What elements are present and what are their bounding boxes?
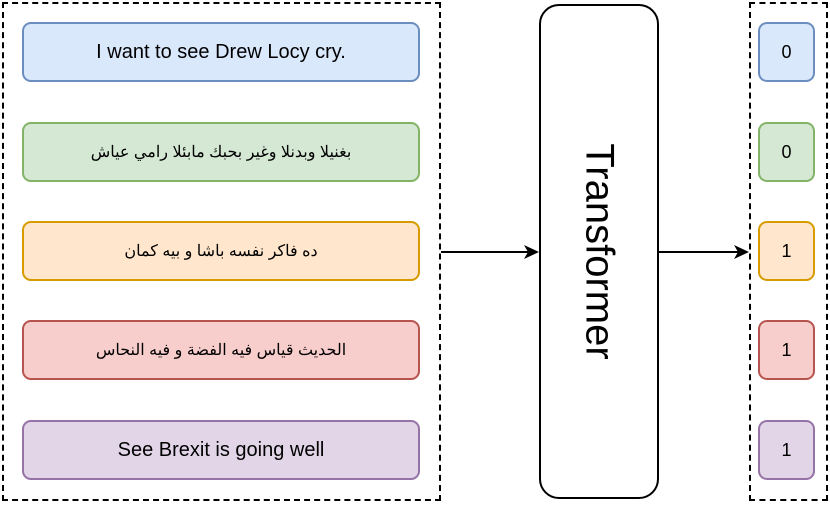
output-label-3: 1 — [758, 221, 815, 281]
output-value-5: 1 — [781, 439, 792, 460]
transformer-box: Transformer — [539, 4, 659, 499]
output-value-3: 1 — [781, 240, 792, 261]
output-label-1: 0 — [758, 22, 815, 82]
input-text-5: See Brexit is going well — [117, 438, 325, 461]
arrow-input-to-transformer — [441, 245, 539, 259]
output-value-4: 1 — [781, 339, 792, 360]
inputs-group — [2, 2, 441, 501]
input-box-2: بغنيلا وبدنلا وغير بحبك مابئلا رامي عياش — [22, 122, 420, 182]
outputs-group — [749, 2, 828, 501]
input-box-1: I want to see Drew Locy cry. — [22, 22, 420, 82]
output-label-5: 1 — [758, 420, 815, 480]
output-label-2: 0 — [758, 122, 815, 182]
arrow-transformer-to-output — [659, 245, 749, 259]
output-value-1: 0 — [781, 41, 792, 62]
input-box-4: الحديث قياس فيه الفضة و فيه النحاس — [22, 320, 420, 380]
output-value-2: 0 — [781, 141, 792, 162]
input-text-1: I want to see Drew Locy cry. — [96, 40, 346, 63]
input-box-5: See Brexit is going well — [22, 420, 420, 480]
output-label-4: 1 — [758, 320, 815, 380]
input-box-3: ده فاكر نفسه باشا و بيه كمان — [22, 221, 420, 281]
input-text-2: بغنيلا وبدنلا وغير بحبك مابئلا رامي عياش — [90, 144, 352, 161]
input-text-4: الحديث قياس فيه الفضة و فيه النحاس — [95, 342, 347, 359]
input-text-3: ده فاكر نفسه باشا و بيه كمان — [124, 243, 318, 260]
